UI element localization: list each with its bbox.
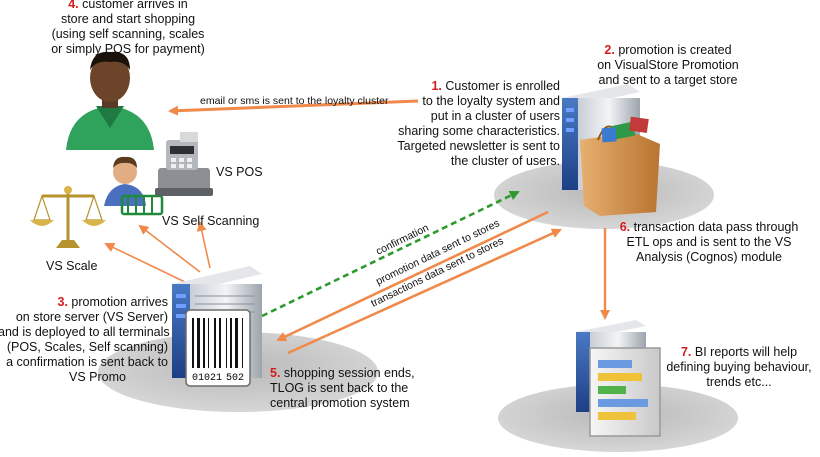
step-1-line-4: sharing some characteristics.: [398, 124, 560, 138]
step-7-text: 7. BI reports will help defining buying …: [664, 345, 814, 390]
step-6-line-3: Analysis (Cognos) module: [636, 250, 782, 264]
customer-icon: [66, 51, 154, 150]
step-5-line-1: shopping session ends,: [283, 366, 415, 380]
step-3-text: 3. promotion arrives on store server (VS…: [0, 295, 170, 385]
barcode-bar: [214, 318, 216, 368]
step-6-text: 6. transaction data pass through ETL ops…: [614, 220, 804, 265]
step-7-line-1: BI reports will help: [694, 345, 798, 359]
barcode-bar: [219, 318, 221, 368]
step-4-line-1: customer arrives in: [82, 0, 188, 11]
vs-scale-label: VS Scale: [46, 259, 98, 273]
step-1-line-6: the cluster of users.: [450, 154, 560, 168]
step-6-line-1: transaction data pass through: [633, 220, 799, 234]
step-1-number: 1.: [431, 79, 442, 93]
step-1-line-2: to the loyalty system and: [422, 94, 560, 108]
step-7-line-3: trends etc...: [706, 375, 772, 389]
step-4-line-2: store and start shopping: [60, 12, 196, 26]
bi-report-chart-icon: [589, 347, 661, 437]
step-3-line-6: VS Promo: [69, 370, 126, 384]
vs-pos-label: VS POS: [216, 165, 263, 179]
step-4-line-4: or simply POS for payment): [51, 42, 205, 56]
step-3-line-4: (POS, Scales, Self scanning): [6, 340, 168, 354]
promotion-data-arrow: [276, 210, 549, 342]
barcode-bar: [226, 318, 227, 368]
barcode-bar: [235, 318, 238, 368]
confirmation-arrow: [261, 190, 520, 318]
step-7-number: 7.: [680, 345, 692, 359]
email-arrow-label: email or sms is sent to the loyalty clus…: [200, 95, 389, 107]
step-6-line-2: ETL ops and is sent to the VS: [626, 235, 792, 249]
barcode-number-right: 502: [226, 373, 244, 384]
step-3-line-3: and is deployed to all terminals: [0, 325, 170, 339]
scale-icon: [30, 186, 106, 248]
vs-self-scanning-label: VS Self Scanning: [162, 214, 260, 228]
step-3-line-1: promotion arrives: [71, 295, 168, 309]
barcode-bar: [203, 318, 205, 368]
step-7-line-2: defining buying behaviour,: [666, 360, 812, 374]
step-4-line-3: (using self scanning, scales: [51, 27, 205, 41]
step-5-line-2: TLOG is sent back to the: [270, 381, 409, 395]
server-to-scale-arrow: [104, 242, 186, 283]
step-5-number: 5.: [270, 366, 281, 380]
barcode-bar: [242, 318, 243, 368]
step-3-number: 3.: [57, 295, 68, 309]
self-scanning-shopper-icon: [104, 156, 164, 216]
step-2-line-1: promotion is created: [618, 43, 732, 57]
step-2-line-3: and sent to a target store: [598, 73, 738, 87]
barcode-icon: 01021 502: [185, 309, 251, 387]
barcode-bar: [197, 318, 200, 368]
step-1-line-5: Targeted newsletter is sent to: [397, 139, 560, 153]
step-6-number: 6.: [619, 220, 631, 234]
shopping-bag-icon: [580, 116, 660, 216]
barcode-bar: [208, 318, 209, 368]
step-2-number: 2.: [604, 43, 615, 57]
server-to-selfscan-arrow: [138, 224, 201, 273]
step-5-text: 5. shopping session ends, TLOG is sent b…: [270, 366, 430, 411]
step-4-text: 4. customer arrives in store and start s…: [28, 0, 228, 57]
server-to-pos-arrow: [196, 221, 211, 269]
step-3-line-5: a confirmation is sent back to: [6, 355, 168, 369]
step-4-number: 4.: [68, 0, 79, 11]
step-1-line-3: put in a cluster of users: [430, 109, 560, 123]
transactions-data-arrow: [287, 228, 562, 355]
email-arrow: [168, 99, 419, 116]
step-1-text: 1. Customer is enrolled to the loyalty s…: [392, 79, 560, 169]
step-1-line-1: Customer is enrolled: [445, 79, 560, 93]
step-2-line-2: on VisualStore Promotion: [597, 58, 739, 72]
barcode-number-left: 01021: [192, 373, 222, 384]
cash-register-icon: [155, 132, 213, 196]
step-5-line-3: central promotion system: [270, 396, 410, 410]
step-2-text: 2. promotion is created on VisualStore P…: [588, 43, 748, 88]
step-3-line-2: on store server (VS Server): [15, 310, 168, 324]
barcode-bar: [192, 318, 194, 368]
barcode-bar: [230, 318, 232, 368]
